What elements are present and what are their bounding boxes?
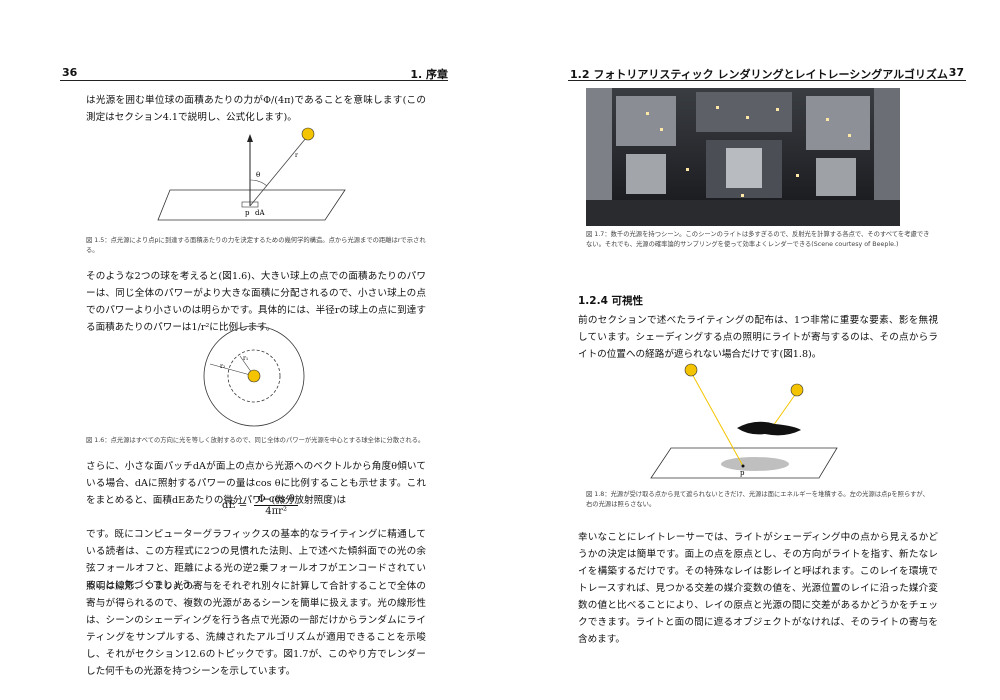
label-r1: r₁ <box>243 355 248 362</box>
label-r: r <box>295 152 298 159</box>
paragraph: そのような2つの球を考えると(図1.6)、大きい球上の点での面積あたりのパワーは… <box>86 271 426 333</box>
paragraph: さらに、小さな面パッチdAが面上の点から光源へのベクトルから角度θ傾いている場合… <box>86 461 426 506</box>
figure-caption: 図 1.5：点光源により点pに到達する面積あたりの力を決定するための幾何学的構造… <box>86 237 426 254</box>
paragraph: 幸いなことにレイトレーサーでは、ライトがシェーディング中の点から見えるかどうかの… <box>578 532 938 645</box>
page-number: 36 <box>62 66 78 79</box>
figure-1-5: θ r p dA <box>157 127 346 221</box>
figure-1-8: p <box>650 363 838 479</box>
label-p: p <box>245 209 250 217</box>
label-theta: θ <box>256 171 260 179</box>
figure-caption: 図 1.8：光源が受け取る点から見て遮られないときだけ、光源は面にエネルギーを堆… <box>586 491 929 508</box>
equation-fraction: Φ cos θ 4πr² <box>254 494 298 517</box>
paragraph: 前のセクションで述べたライティングの配布は、1つ非常に重要な要素、影を無視してい… <box>578 315 938 360</box>
paragraph: は光源を囲む単位球の面積あたりの力がΦ/(4π)であることを意味します(この測定… <box>86 95 426 123</box>
header-rule <box>60 80 448 81</box>
figure-1-6: r₁ r₂ <box>203 325 305 427</box>
label-r2: r₂ <box>220 363 226 370</box>
section-header: 1.2 フォトリアリスティック レンダリングとレイトレーシングアルゴリズム <box>570 68 948 81</box>
section-title: 1.2.4 可視性 <box>578 295 644 307</box>
figure-1-7-render <box>586 88 900 226</box>
figure-caption: 図 1.6：点光源はすべての方向に光を等しく放射するので、同じ全体のパワーが光源… <box>86 437 425 444</box>
right-page: 1.2 フォトリアリスティック レンダリングとレイトレーシングアルゴリズム 37 <box>500 0 1000 700</box>
header-rule <box>568 80 966 81</box>
equation-lhs: dE = <box>222 500 248 511</box>
equation-denominator: 4πr² <box>265 506 287 517</box>
equation: dE = Φ cos θ 4πr² <box>222 494 298 517</box>
equation-numerator: Φ cos θ <box>254 494 298 506</box>
chapter-header: 1. 序章 <box>410 68 448 81</box>
left-page: 36 1. 序章 は光源を囲む単位球の面積あたりの力がΦ/(4π)であることを意… <box>60 66 448 677</box>
label-da: dA <box>255 209 265 217</box>
label-p: p <box>740 469 745 477</box>
page-number: 37 <box>948 66 964 79</box>
paragraph: 照明は線形、つまり光の寄与をそれぞれ別々に計算して合計することで全体の寄与が得ら… <box>86 581 426 677</box>
figure-caption: 図 1.7：数千の光源を持つシーン。このシーンのライトは多すぎるので、反射光を計… <box>586 231 930 248</box>
paragraph: です。既にコンピューターグラフィックスの基本的なライティングに精通している読者は… <box>86 529 426 591</box>
